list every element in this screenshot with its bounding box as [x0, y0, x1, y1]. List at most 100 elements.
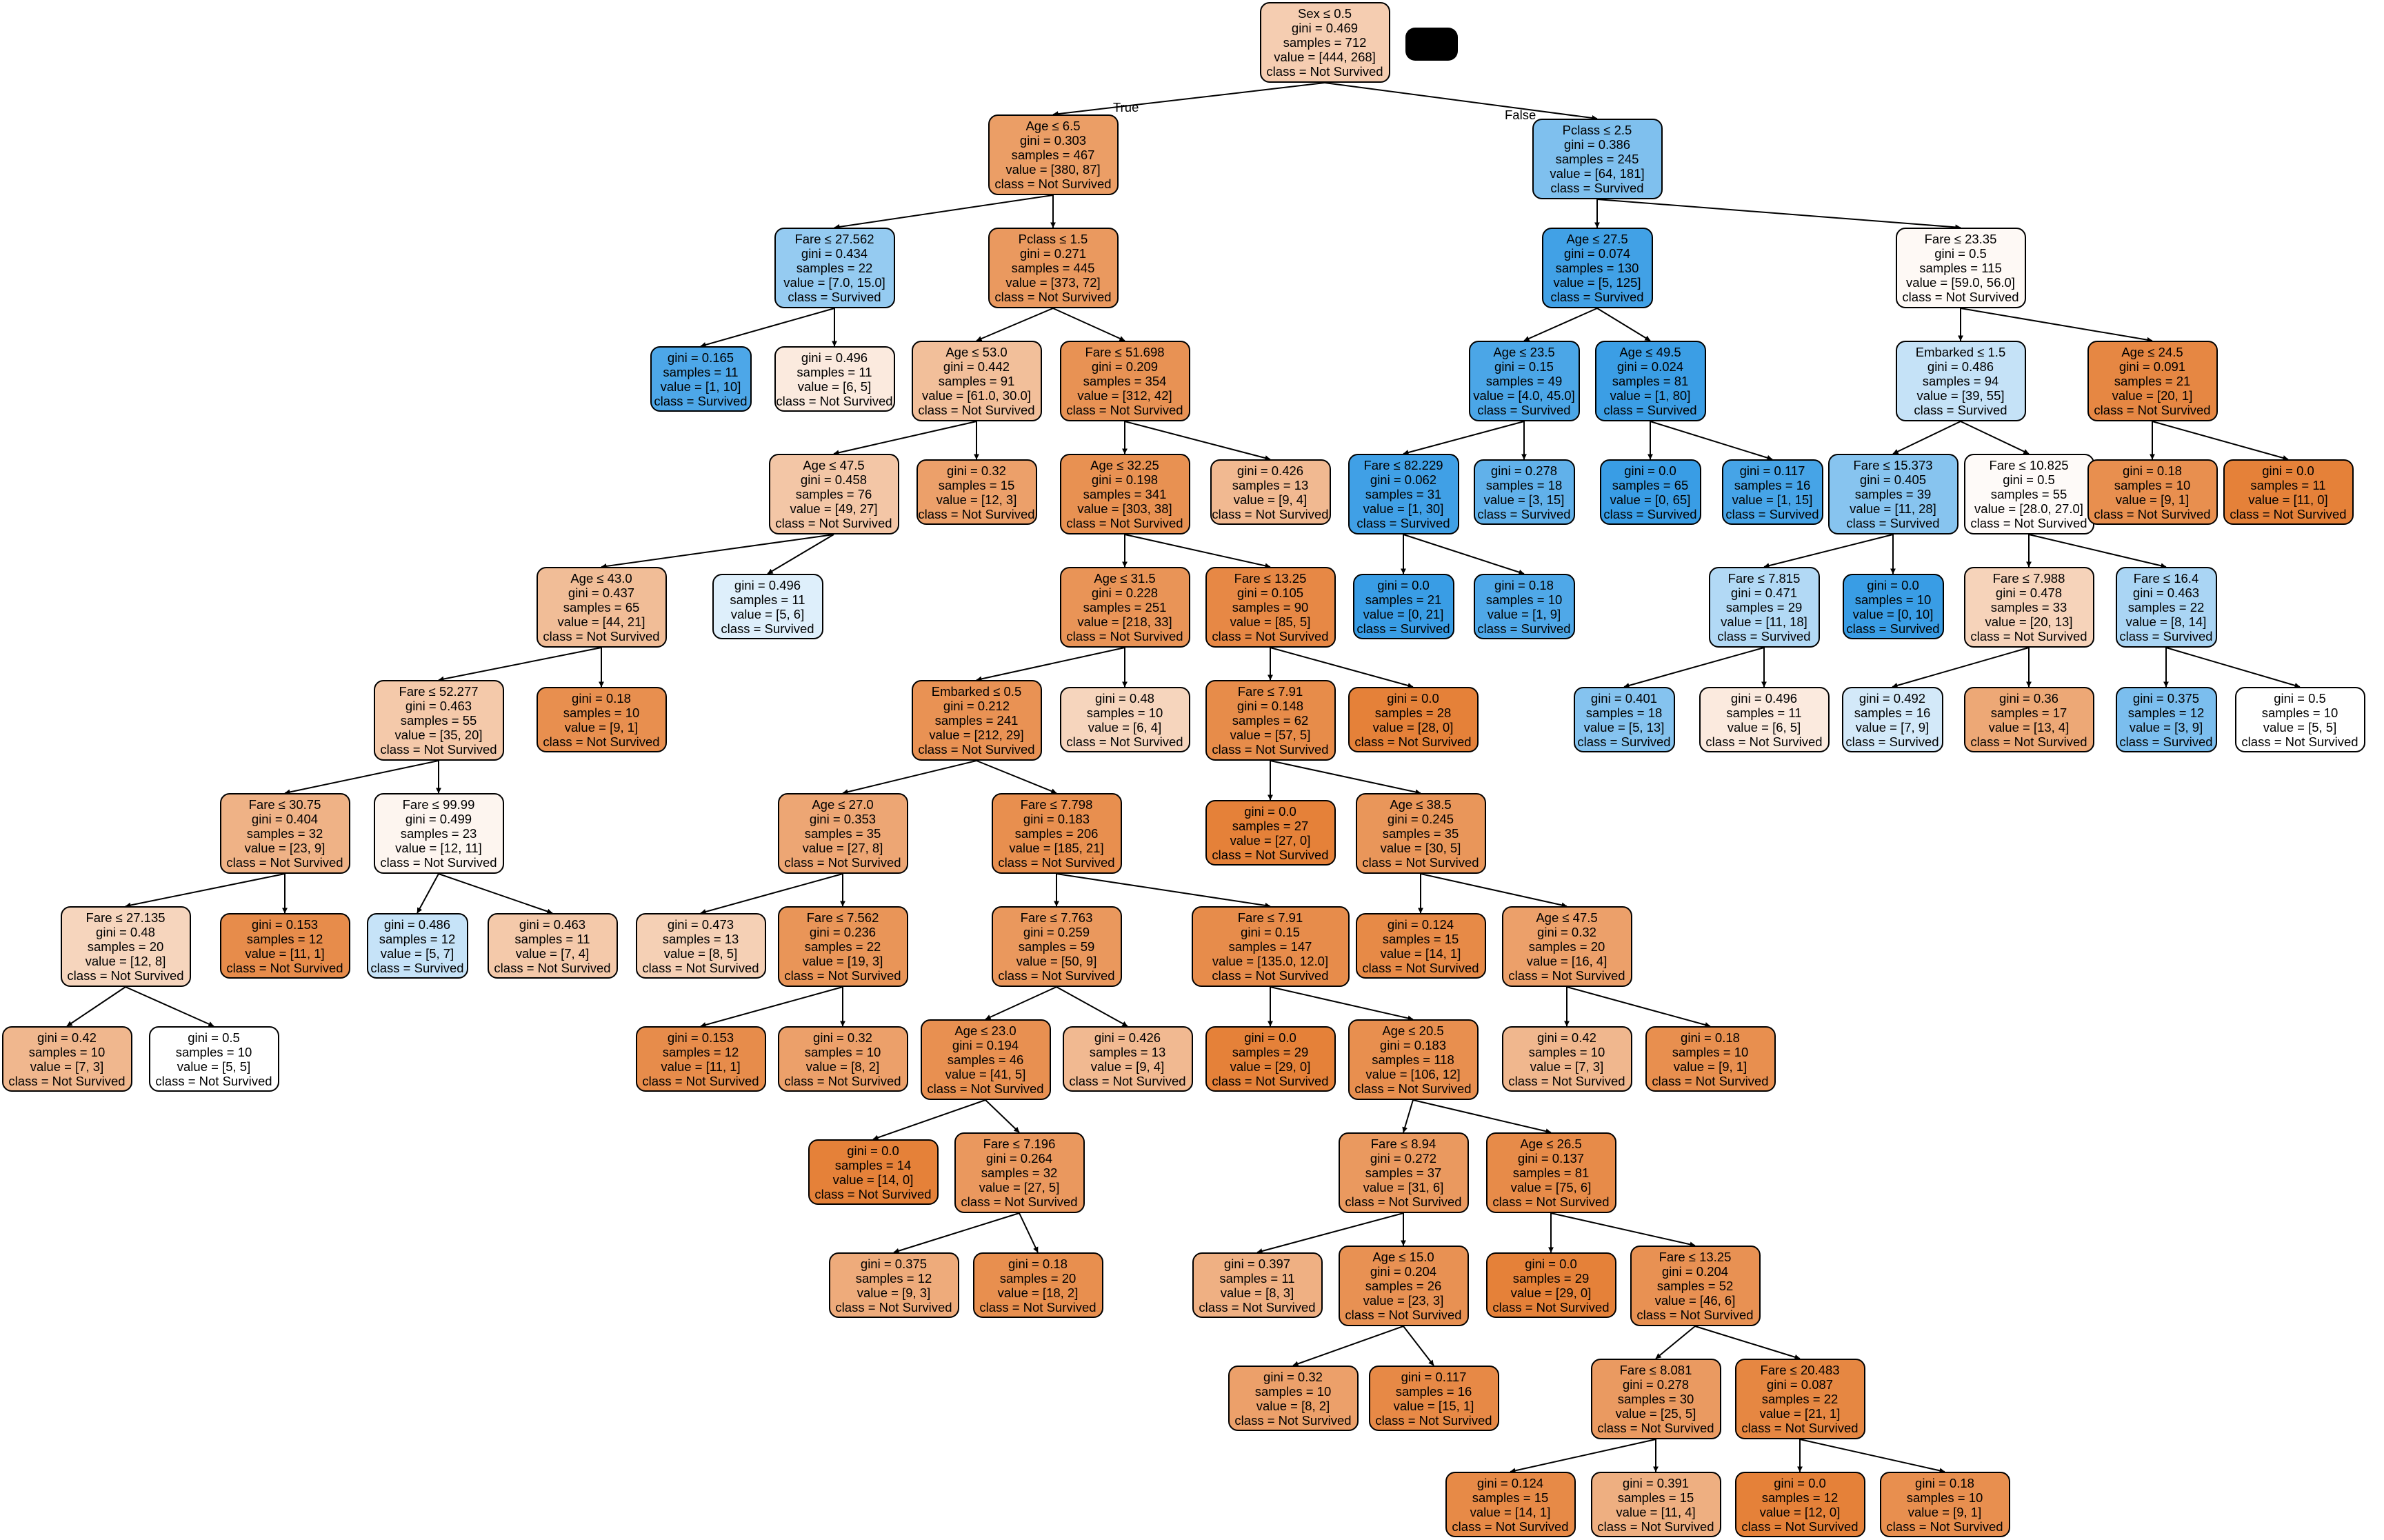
node-line: value = [85, 5] [1230, 614, 1311, 629]
edge-n5-n11 [1523, 308, 1598, 341]
node-line: Fare ≤ 15.373 [1853, 458, 1933, 472]
node-line: samples = 11 [663, 364, 739, 379]
node-line: class = Not Survived [1652, 1073, 1769, 1088]
node-line: Age ≤ 23.0 [954, 1023, 1016, 1038]
node-line: gini = 0.32 [1263, 1369, 1323, 1384]
node-line: samples = 251 [1083, 600, 1167, 614]
node-line: value = [15, 1] [1393, 1398, 1474, 1413]
node-line: Fare ≤ 82.229 [1363, 458, 1443, 472]
node-line: class = Not Survived [1212, 968, 1329, 983]
node-line: Fare ≤ 13.25 [1234, 571, 1307, 586]
node-line: class = Survived [370, 960, 464, 975]
node-line: samples = 52 [1656, 1279, 1734, 1293]
node-line: gini = 0.458 [800, 472, 868, 487]
node-line: Embarked ≤ 1.5 [1915, 345, 2006, 359]
node-line: samples = 31 [1365, 487, 1442, 501]
node-line: class = Survived [1603, 506, 1697, 521]
node-line: gini = 0.5 [2003, 472, 2055, 487]
edge-n0-n2 [1324, 82, 1598, 121]
node-line: value = [3, 15] [1483, 492, 1565, 507]
node-line: value = [11, 18] [1721, 614, 1807, 629]
node-line: Age ≤ 20.5 [1382, 1023, 1444, 1038]
node-line: samples = 15 [1472, 1490, 1549, 1505]
edge-label-false: False [1505, 108, 1536, 122]
node-line: value = [39, 55] [1916, 388, 2005, 403]
node-line: gini = 0.375 [2132, 690, 2200, 706]
edge-n0-n1 [1052, 82, 1325, 117]
node-line: samples = 130 [1555, 261, 1639, 275]
node-line: class = Survived [1477, 621, 1571, 636]
node-line: gini = 0.183 [1023, 812, 1090, 826]
node-line: gini = 0.278 [1490, 463, 1558, 478]
edge-n19-n32 [1403, 534, 1525, 575]
node-line: samples = 39 [1854, 487, 1932, 501]
node-line: gini = 0.271 [1019, 246, 1087, 261]
node-line: samples = 10 [1854, 592, 1932, 607]
node-line: gini = 0.259 [1023, 925, 1090, 939]
node-line: Age ≤ 26.5 [1520, 1137, 1582, 1151]
node-line: class = Not Survived [642, 1073, 759, 1088]
edge-n1-n3 [834, 194, 1054, 230]
node-line: class = Not Survived [1970, 629, 2087, 643]
node-line: gini = 0.204 [1370, 1264, 1437, 1279]
node-line: value = [1, 30] [1363, 501, 1444, 516]
node-line: samples = 15 [1617, 1490, 1694, 1505]
node-line: Fare ≤ 7.988 [1992, 571, 2065, 586]
node-line: samples = 37 [1365, 1166, 1442, 1180]
node-line: value = [212, 29] [929, 728, 1024, 742]
node-line: class = Not Survived [1354, 734, 1472, 749]
node-line: value = [9, 1] [2115, 492, 2190, 507]
node-line: class = Not Survived [1212, 742, 1329, 757]
edge-n69-n76 [985, 1099, 1020, 1133]
node-line: gini = 0.42 [37, 1030, 97, 1045]
node-line: samples = 20 [87, 939, 164, 954]
node-line: gini = 0.0 [1867, 577, 1919, 592]
node-line: value = [9, 1] [1907, 1504, 1982, 1519]
node-line: gini = 0.062 [1370, 472, 1437, 487]
node-line: samples = 12 [1761, 1490, 1839, 1505]
node-line: gini = 0.486 [383, 917, 451, 932]
node-line: samples = 10 [563, 705, 640, 720]
node-line: value = [3, 9] [2129, 719, 2203, 734]
node-line: samples = 21 [2114, 374, 2191, 388]
node-line: gini = 0.124 [1387, 917, 1454, 932]
node-line: samples = 13 [662, 931, 739, 946]
node-line: class = Survived [1477, 506, 1571, 521]
node-line: samples = 21 [1365, 592, 1442, 607]
node-line: class = Not Survived [1886, 1519, 2003, 1534]
edge-n4-n10 [1052, 308, 1125, 341]
node-line: samples = 94 [1922, 374, 1999, 388]
node-line: Fare ≤ 20.483 [1760, 1363, 1840, 1377]
node-line: value = [11, 4] [1616, 1504, 1696, 1519]
node-line: samples = 55 [400, 713, 477, 728]
edge-n33-n43 [1623, 647, 1765, 688]
node-line: gini = 0.478 [1995, 586, 2063, 600]
node-line: class = Not Survived [1362, 960, 1479, 975]
node-line: value = [18, 2] [997, 1285, 1079, 1300]
node-line: class = Not Survived [8, 1073, 126, 1088]
node-line: class = Survived [2119, 629, 2213, 643]
node-line: class = Not Survived [1741, 1421, 1859, 1435]
node-line: Pclass ≤ 2.5 [1562, 123, 1632, 137]
node-line: class = Not Survived [998, 968, 1115, 983]
node-line: gini = 0.117 [1401, 1369, 1467, 1384]
node-line: samples = 11 [797, 364, 872, 379]
node-line: class = Not Survived [784, 1073, 901, 1088]
node-line: value = [8, 3] [1220, 1285, 1294, 1300]
node-line: class = Not Survived [918, 403, 1035, 417]
